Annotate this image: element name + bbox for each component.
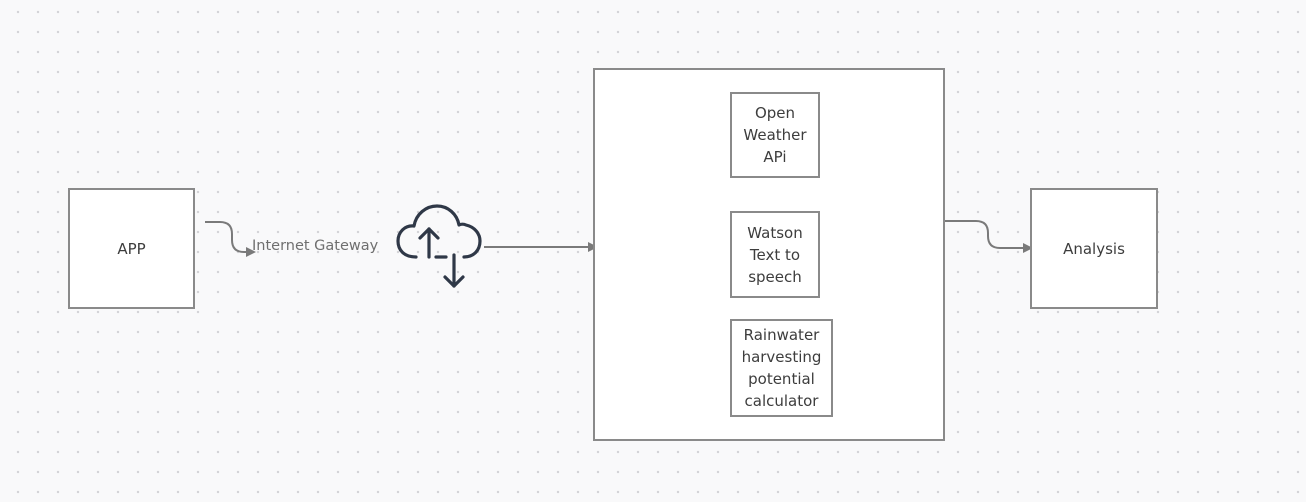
watson-text-to-speech-node[interactable]: Watson Text to speech xyxy=(730,211,820,298)
app-node[interactable]: APP xyxy=(68,188,195,309)
connector-services-to-analysis[interactable] xyxy=(945,220,1033,253)
open-weather-api-label: Open Weather APi xyxy=(743,104,807,166)
rainwater-calculator-node[interactable]: Rainwater harvesting potential calculato… xyxy=(730,319,833,417)
open-weather-api-node[interactable]: Open Weather APi xyxy=(730,92,820,178)
analysis-node[interactable]: Analysis xyxy=(1030,188,1158,309)
analysis-node-label: Analysis xyxy=(1063,239,1125,258)
app-node-label: APP xyxy=(117,239,146,258)
watson-text-to-speech-label: Watson Text to speech xyxy=(747,223,803,286)
connector-app-to-gateway[interactable] xyxy=(205,221,256,257)
internet-gateway-label: Internet Gateway xyxy=(252,238,379,254)
rainwater-calculator-label: Rainwater harvesting potential calculato… xyxy=(741,326,822,410)
cloud-upload-download-icon[interactable] xyxy=(394,200,490,292)
